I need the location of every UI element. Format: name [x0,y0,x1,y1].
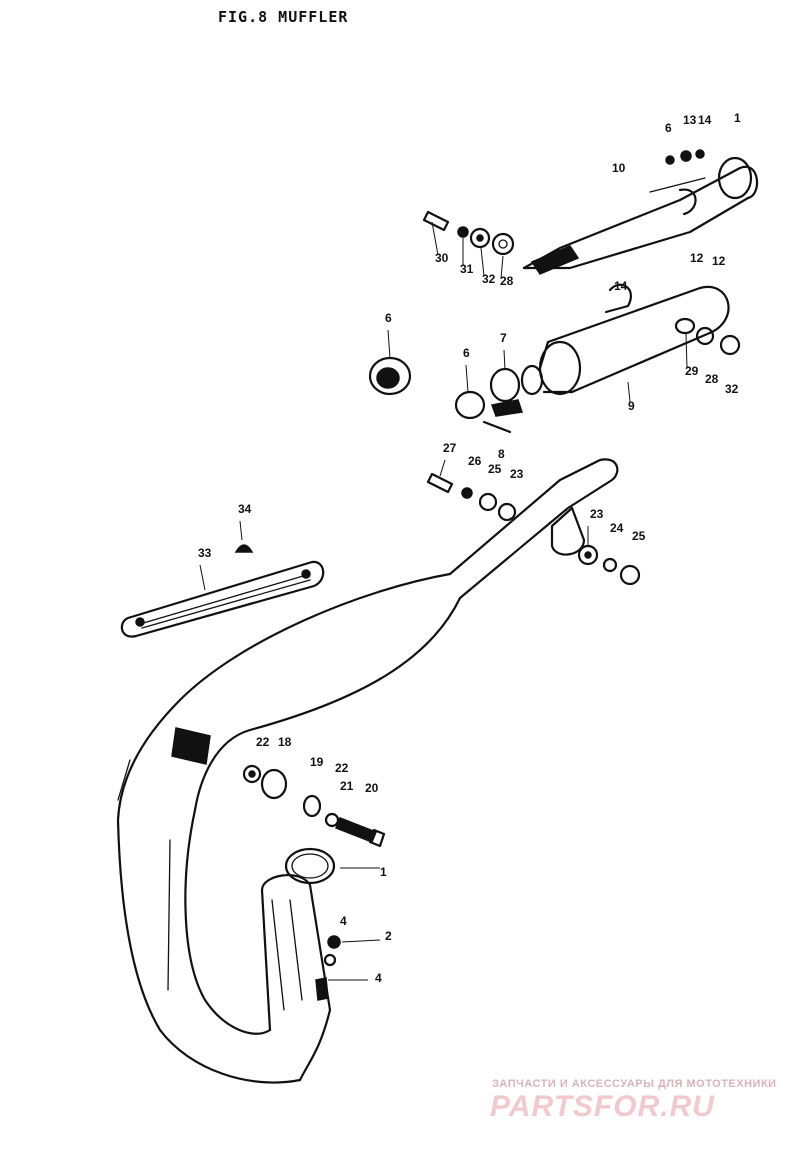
part-number-30: 30 [435,251,449,265]
part-number-1: 1 [380,865,387,879]
part-number-25: 25 [488,462,502,476]
part-number-6: 6 [665,121,672,135]
part-number-24: 24 [610,521,624,535]
part-number-28: 28 [500,274,514,288]
heat-shield-33 [120,560,325,638]
part-number-29: 29 [685,364,699,378]
silencer-body [520,283,741,396]
part-number-7: 7 [500,331,507,345]
cap-34 [234,544,254,553]
part-number-18: 18 [278,735,292,749]
part-number-21: 21 [340,779,354,793]
part-number-28: 28 [705,372,719,386]
bolt-30 [422,210,515,256]
part-number-10: 10 [612,161,626,175]
part-number-33: 33 [198,546,212,560]
bolt-27 [426,472,517,522]
part-number-2: 2 [385,929,392,943]
part-number-31: 31 [460,262,474,276]
part-number-12: 12 [690,251,704,265]
part-number-22: 22 [335,761,349,775]
part-number-20: 20 [365,781,379,795]
flange-gasket [284,847,341,1001]
leader-lines [199,221,688,981]
part-number-1: 1 [734,111,741,125]
part-number-13: 13 [683,113,697,127]
part-number-4: 4 [340,914,347,928]
part-number-19: 19 [310,755,324,769]
watermark-caption: ЗАПЧАСТИ И АКСЕССУАРЫ ДЛЯ МОТОТЕХНИКИ [492,1078,777,1090]
part-number-26: 26 [468,454,482,468]
part-number-6: 6 [385,311,392,325]
part-number-8: 8 [498,447,505,461]
part-number-32: 32 [482,272,496,286]
mount-hardware [242,764,386,848]
washers-right [577,544,641,586]
figure-title: FIG.8 MUFFLER [218,8,349,26]
part-number-32: 32 [725,382,739,396]
part-number-12: 12 [712,254,726,268]
clamp-7 [482,367,523,434]
part-number-34: 34 [238,502,252,516]
part-number-14: 14 [698,113,712,127]
tail-pipe [522,149,759,275]
expansion-chamber [116,458,619,1084]
part-number-27: 27 [443,441,457,455]
part-number-23: 23 [590,507,604,521]
part-number-14: 14 [614,279,628,293]
part-number-9: 9 [628,399,635,413]
part-number-23: 23 [510,467,524,481]
grommet-6 [368,356,486,420]
watermark-logo: PARTSFOR.RU [490,1090,715,1123]
part-number-25: 25 [632,529,646,543]
part-number-4: 4 [375,971,382,985]
part-number-6: 6 [463,346,470,360]
part-number-22: 22 [256,735,270,749]
